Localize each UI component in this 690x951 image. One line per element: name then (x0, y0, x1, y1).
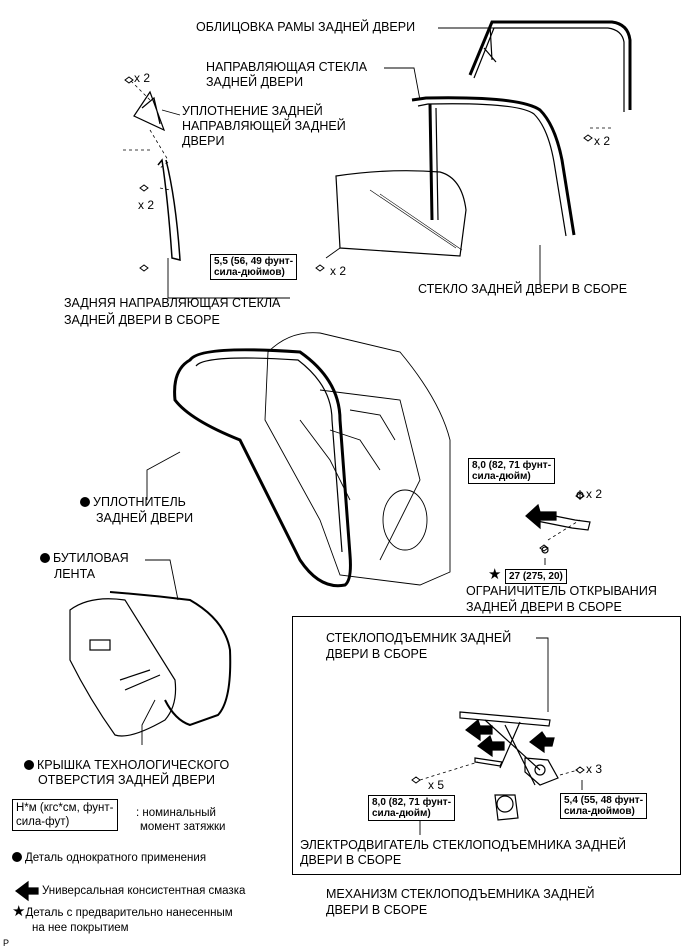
single-use-icon (80, 497, 90, 507)
label-mechanism-2: ДВЕРИ В СБОРЕ (326, 903, 428, 917)
label-frame-trim: ОБЛИЦОВКА РАМЫ ЗАДНЕЙ ДВЕРИ (196, 20, 416, 34)
regulator-group-frame (292, 616, 681, 875)
label-motor-2: ДВЕРИ В СБОРЕ (300, 853, 402, 867)
door-panel-part (264, 332, 451, 586)
grease-arrow-reg-3 (529, 731, 555, 754)
qty-reg-nuts: x 3 (586, 762, 603, 776)
qty-check-bolts: x 2 (586, 487, 603, 501)
glass-run-part (411, 96, 576, 237)
legend-precoated-1: ★Деталь с предварительно нанесенным (12, 903, 233, 920)
legend-precoated-2: на нее покрытием (32, 922, 129, 934)
precoated-star-icon: ★ (12, 903, 26, 920)
weatherstrip-part (173, 348, 352, 588)
rear-seal-part (133, 90, 166, 132)
torque-check-star: 27 (275, 20) (504, 569, 567, 584)
torque-reg-nuts: 5,4 (55, 48 фунт-сила-дюймов) (560, 793, 648, 819)
single-use-icon (24, 760, 34, 770)
label-regulator-1: СТЕКЛОПОДЪЕМНИК ЗАДНЕЙ (326, 631, 512, 645)
label-cover-2: ОТВЕРСТИЯ ЗАДНЕЙ ДВЕРИ (38, 773, 216, 787)
torque-check: 8,0 (82, 71 фунт-сила-дюйм) (468, 458, 556, 484)
legend-single-use: Деталь однократного применения (12, 851, 206, 866)
label-butyl-1: БУТИЛОВАЯ (40, 551, 129, 566)
qty-rear-run-bolts: x 2 (138, 198, 155, 212)
label-regulator-2: ДВЕРИ В СБОРЕ (326, 647, 428, 661)
qty-glass-bolts: x 2 (330, 264, 347, 278)
label-mechanism-1: МЕХАНИЗМ СТЕКЛОПОДЪЕМНИКА ЗАДНЕЙ (326, 887, 595, 901)
door-check-part (531, 491, 591, 554)
label-cover-1: КРЫШКА ТЕХНОЛОГИЧЕСКОГО (24, 758, 229, 773)
rear-glass-run-part (157, 158, 181, 261)
qty-frame-clips: x 2 (594, 134, 611, 148)
legend-torque-desc-2: момент затяжки (140, 821, 226, 833)
legend-grease: Универсальная консистентная смазка (42, 885, 246, 897)
legend-grease-icon (15, 880, 39, 902)
single-use-icon (12, 852, 22, 862)
service-hole-cover-part (69, 591, 232, 737)
label-seal-3: ДВЕРИ (182, 134, 225, 148)
corner-mark: P (3, 938, 10, 948)
window-regulator-part (459, 711, 559, 786)
label-glass-assy: СТЕКЛО ЗАДНЕЙ ДВЕРИ В СБОРЕ (418, 282, 628, 296)
qty-reg-bolts: x 5 (428, 778, 445, 792)
label-weatherstrip-2: ЗАДНЕЙ ДВЕРИ (96, 511, 194, 525)
label-seal-2: НАПРАВЛЯЮЩЕЙ ЗАДНЕЙ (182, 119, 346, 133)
label-butyl-2: ЛЕНТА (54, 567, 96, 581)
label-rear-run-2: ЗАДНЕЙ ДВЕРИ В СБОРЕ (64, 313, 220, 327)
qty-seal-bolts: x 2 (134, 71, 151, 85)
label-glass-run-2: ЗАДНЕЙ ДВЕРИ (206, 75, 304, 89)
legend-torque-desc-1: : номинальный (136, 807, 216, 819)
label-seal-1: УПЛОТНЕНИЕ ЗАДНЕЙ (182, 104, 323, 118)
grease-arrow-reg-1 (465, 718, 493, 742)
label-motor-1: ЭЛЕКТРОДВИГАТЕЛЬ СТЕКЛОПОДЪЕМНИКА ЗАДНЕЙ (300, 838, 627, 852)
label-glass-run-1: НАПРАВЛЯЮЩАЯ СТЕКЛА (206, 60, 368, 74)
torque-check-star-wrap: ★ 27 (275, 20) (488, 566, 567, 584)
grease-arrow-check (525, 503, 557, 530)
label-weatherstrip-1: УПЛОТНИТЕЛЬ (80, 495, 186, 510)
door-glass-part (335, 170, 467, 257)
regulator-motor-part (494, 794, 519, 821)
grease-arrow-reg-2 (477, 734, 505, 758)
single-use-icon (40, 553, 50, 563)
door-frame-trim-part (468, 20, 632, 112)
label-check-2: ЗАДНЕЙ ДВЕРИ В СБОРЕ (466, 600, 622, 614)
label-check-1: ОГРАНИЧИТЕЛЬ ОТКРЫВАНИЯ (466, 584, 657, 598)
legend-torque-box: Н*м (кгс*см, фунт-сила-фут) (12, 799, 118, 831)
torque-glass: 5,5 (56, 49 фунт-сила-дюймов) (210, 254, 298, 280)
precoated-star-icon: ★ (488, 566, 502, 583)
torque-reg-bolts: 8,0 (82, 71 фунт-сила-дюйм) (368, 795, 456, 821)
label-rear-run-1: ЗАДНЯЯ НАПРАВЛЯЮЩАЯ СТЕКЛА (64, 296, 281, 310)
